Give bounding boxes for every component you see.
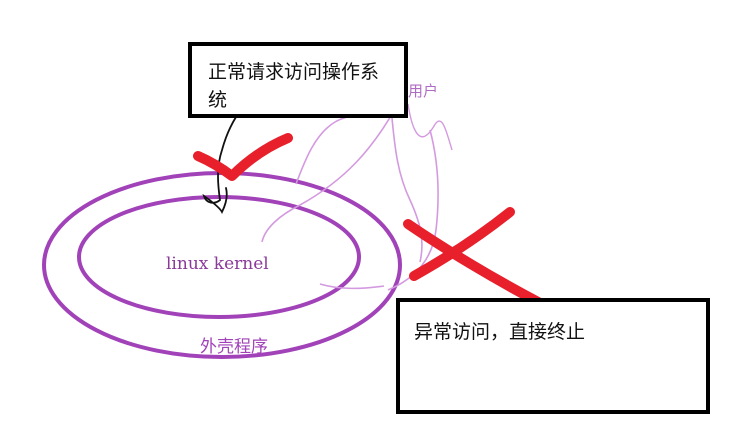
user-request-stroke-5 xyxy=(319,283,385,290)
abnormal-access-box xyxy=(396,298,710,414)
abnormal-access-text: 异常访问，直接终止 xyxy=(414,321,586,343)
user-label: 用户 xyxy=(408,82,439,100)
block-mark-stroke-1 xyxy=(403,219,547,309)
normal-request-text: 正常请求访问操作系统 xyxy=(208,61,380,111)
shell-label: 外壳程序 xyxy=(200,337,268,357)
normal-request-box xyxy=(188,42,408,118)
user-request-stroke-2 xyxy=(261,103,399,243)
kernel-label: linux kernel xyxy=(166,254,269,274)
user-request-stroke-4 xyxy=(387,129,439,291)
allow-mark xyxy=(193,133,293,181)
block-mark-stroke-2 xyxy=(409,207,515,281)
user-request-stroke-6 xyxy=(407,103,453,151)
user-request-stroke-3 xyxy=(391,117,423,263)
